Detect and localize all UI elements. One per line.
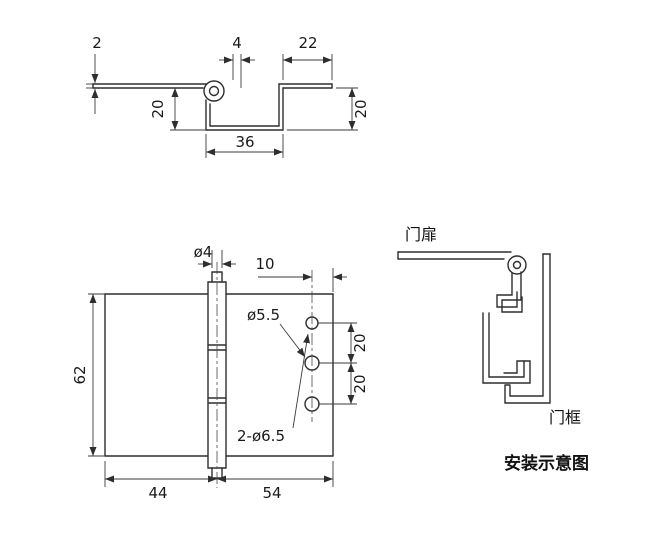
installation-caption: 安装示意图 [504, 453, 589, 474]
dim-pitch-lower: 20 [351, 374, 369, 393]
frame-inner-profile [482, 312, 531, 384]
dim-depth-right: 20 [352, 99, 370, 118]
knuckle-outer-circle [203, 80, 225, 102]
dim-flange-length: 22 [298, 34, 317, 52]
frame-outer-1 [509, 253, 544, 397]
dim-height: 62 [71, 365, 89, 384]
dim-hole-diameter: ø5.5 [247, 306, 280, 324]
dim-knuckle-gap: 4 [232, 34, 242, 52]
dim-pitch-upper: 20 [351, 333, 369, 352]
pin-circle [208, 85, 220, 97]
section-dimensions: 2 4 22 20 20 36 [86, 34, 370, 158]
hinge-hook-outer [496, 272, 518, 308]
dim-holes-note: 2-ø6.5 [237, 427, 285, 445]
installation-profiles [397, 251, 551, 404]
front-dimensions: ø4 10 ø5.5 2-ø6.5 62 20 20 [71, 243, 369, 502]
front-outline [104, 262, 334, 488]
hinge-hook-inner [501, 271, 523, 313]
dim-channel-width: 36 [235, 133, 254, 151]
installation-labels: 门扉 门框 安装示意图 [405, 225, 589, 474]
door-frame-label: 门框 [549, 408, 581, 427]
install-pin-circle [512, 260, 522, 270]
dim-pin-diameter: ø4 [194, 243, 213, 261]
dim-width-right: 54 [262, 484, 281, 502]
door-leaf-label: 门扉 [405, 225, 437, 244]
front-view: ø4 10 ø5.5 2-ø6.5 62 20 20 [71, 243, 369, 502]
dim-width-left: 44 [148, 484, 167, 502]
section-view: 2 4 22 20 20 36 [86, 34, 370, 158]
section-profile [92, 80, 333, 131]
leader-line [292, 333, 311, 429]
dim-edge-distance: 10 [255, 255, 274, 273]
install-knuckle-circle [507, 255, 527, 275]
dim-plate-thickness: 2 [92, 34, 102, 52]
leader-line [279, 323, 306, 358]
frame-outer-2 [504, 253, 551, 404]
frame-bottom-hook [504, 384, 511, 404]
dim-depth-left: 20 [149, 99, 167, 118]
installation-view: 门扉 门框 安装示意图 [397, 225, 589, 474]
frame-inner-profile-2 [488, 312, 525, 378]
